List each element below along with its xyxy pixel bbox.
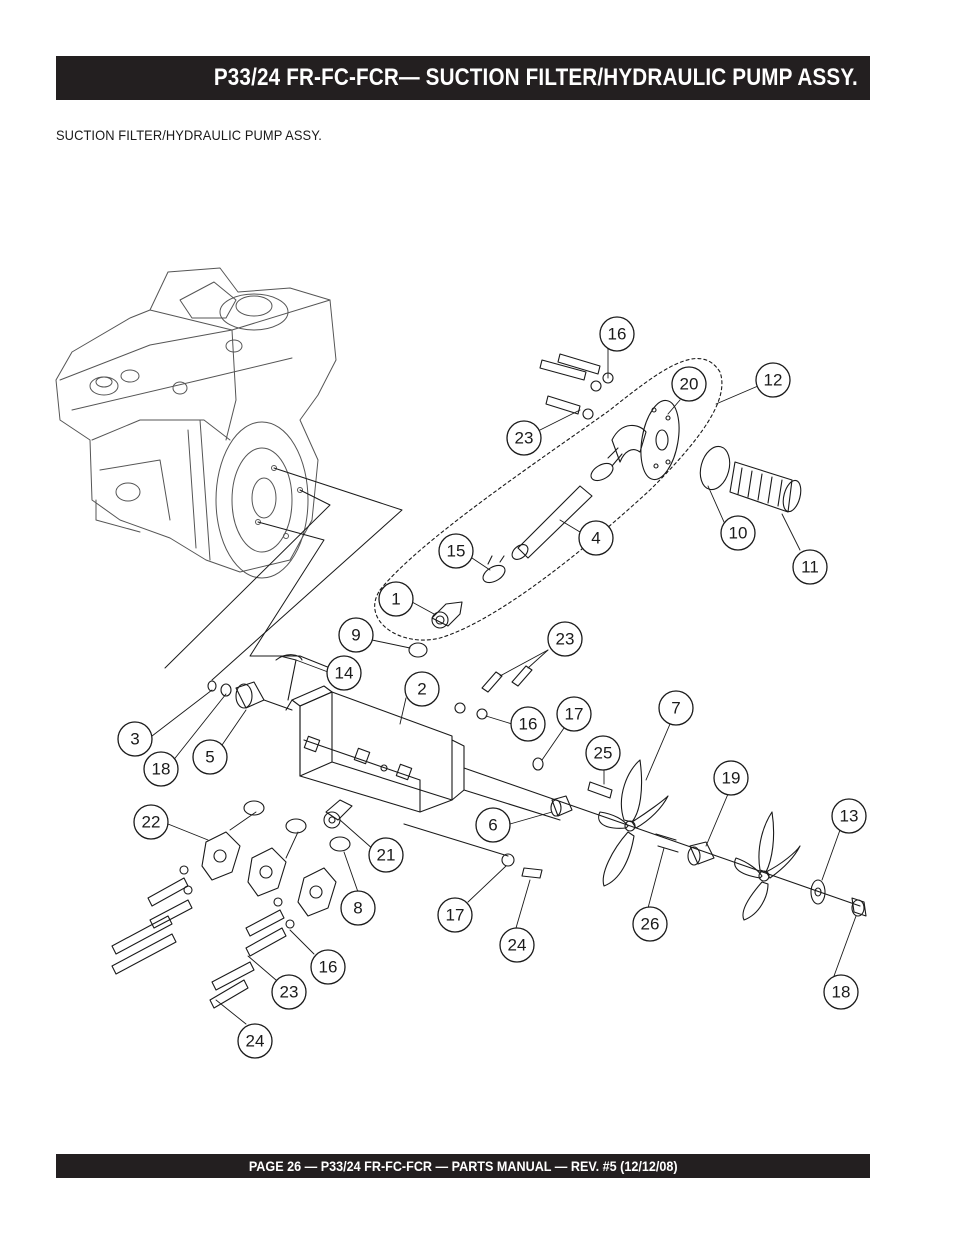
port-manifolds	[201, 831, 337, 917]
callout-1: 1	[378, 581, 414, 617]
svg-text:7: 7	[671, 699, 680, 718]
fan-retaining-hardware	[810, 879, 867, 917]
svg-text:9: 9	[351, 626, 360, 645]
callout-18: 18	[823, 974, 859, 1010]
callout-18: 18	[143, 751, 179, 787]
flange-cap-screws	[539, 353, 614, 420]
callout-5: 5	[192, 739, 228, 775]
svg-text:17: 17	[565, 705, 584, 724]
suction-flange	[607, 399, 680, 481]
svg-text:17: 17	[446, 906, 465, 925]
page-title-bar: P33/24 FR-FC-FCR— SUCTION FILTER/HYDRAUL…	[56, 56, 870, 100]
svg-text:12: 12	[764, 371, 783, 390]
hydraulic-pump-body	[275, 654, 465, 813]
svg-text:26: 26	[641, 915, 660, 934]
svg-text:21: 21	[377, 846, 396, 865]
callout-16: 16	[310, 949, 346, 985]
callout-13: 13	[831, 798, 867, 834]
callout-15: 15	[438, 533, 474, 569]
callout-6: 6	[475, 807, 511, 843]
svg-text:18: 18	[832, 983, 851, 1002]
svg-text:4: 4	[591, 529, 600, 548]
callout-leaders	[151, 347, 857, 1025]
engine-mount-leaders	[164, 467, 403, 681]
svg-text:20: 20	[680, 375, 699, 394]
figure-subtitle: SUCTION FILTER/HYDRAULIC PUMP ASSY.	[56, 127, 322, 143]
svg-text:23: 23	[556, 630, 575, 649]
callout-25: 25	[585, 735, 621, 771]
callout-14: 14	[326, 655, 362, 691]
lower-pump-bolt	[403, 823, 543, 879]
callout-9: 9	[338, 617, 374, 653]
pump-shaft-axis	[463, 767, 861, 907]
svg-text:8: 8	[353, 899, 362, 918]
callout-16: 16	[510, 706, 546, 742]
callout-17: 17	[437, 897, 473, 933]
svg-text:18: 18	[152, 760, 171, 779]
callout-22: 22	[133, 804, 169, 840]
shaft-nut	[550, 795, 573, 817]
page-footer: PAGE 26 — P33/24 FR-FC-FCR — PARTS MANUA…	[56, 1154, 870, 1178]
fan-blade-assy-rear	[734, 811, 801, 921]
page-title: P33/24 FR-FC-FCR— SUCTION FILTER/HYDRAUL…	[213, 64, 858, 91]
port-fitting	[243, 799, 353, 852]
callout-26: 26	[632, 906, 668, 942]
svg-text:25: 25	[594, 744, 613, 763]
callout-8: 8	[340, 890, 376, 926]
suction-strainer	[699, 445, 802, 513]
pump-coupling	[207, 680, 293, 711]
svg-text:1: 1	[391, 590, 400, 609]
callout-24: 24	[237, 1023, 273, 1059]
pump-mount-screws	[454, 665, 613, 799]
callout-23: 23	[506, 420, 542, 456]
svg-text:10: 10	[729, 524, 748, 543]
callout-23: 23	[271, 974, 307, 1010]
svg-text:13: 13	[840, 807, 859, 826]
svg-text:5: 5	[205, 748, 214, 767]
suction-hose	[482, 462, 614, 584]
svg-text:19: 19	[722, 769, 741, 788]
svg-text:2: 2	[417, 680, 426, 699]
callout-3: 3	[117, 721, 153, 757]
svg-text:22: 22	[142, 813, 161, 832]
callout-23: 23	[547, 621, 583, 657]
svg-text:24: 24	[246, 1032, 265, 1051]
svg-text:16: 16	[608, 325, 627, 344]
engine-illustration	[55, 267, 337, 579]
svg-text:23: 23	[515, 429, 534, 448]
callout-2: 2	[404, 671, 440, 707]
svg-text:15: 15	[447, 542, 466, 561]
fan-blade-assy-front	[598, 759, 669, 887]
svg-text:16: 16	[519, 715, 538, 734]
svg-text:24: 24	[508, 936, 527, 955]
callout-7: 7	[658, 690, 694, 726]
callout-12: 12	[755, 362, 791, 398]
callout-24: 24	[499, 927, 535, 963]
callout-10: 10	[720, 515, 756, 551]
svg-text:16: 16	[319, 958, 338, 977]
callout-16: 16	[599, 316, 635, 352]
callout-21: 21	[368, 837, 404, 873]
callout-17: 17	[556, 696, 592, 732]
callout-19: 19	[713, 760, 749, 796]
svg-text:14: 14	[335, 664, 354, 683]
svg-text:6: 6	[488, 816, 497, 835]
svg-text:3: 3	[130, 730, 139, 749]
hose-fitting	[408, 601, 463, 658]
svg-text:11: 11	[801, 558, 819, 577]
callout-4: 4	[578, 520, 614, 556]
svg-text:23: 23	[280, 983, 299, 1002]
manifold-cap-screws	[111, 865, 295, 1009]
footer-text: PAGE 26 — P33/24 FR-FC-FCR — PARTS MANUA…	[248, 1158, 678, 1174]
fan-hub	[655, 833, 715, 866]
callout-11: 11	[792, 549, 828, 585]
suction-assy-envelope	[374, 358, 723, 641]
callout-20: 20	[671, 366, 707, 402]
